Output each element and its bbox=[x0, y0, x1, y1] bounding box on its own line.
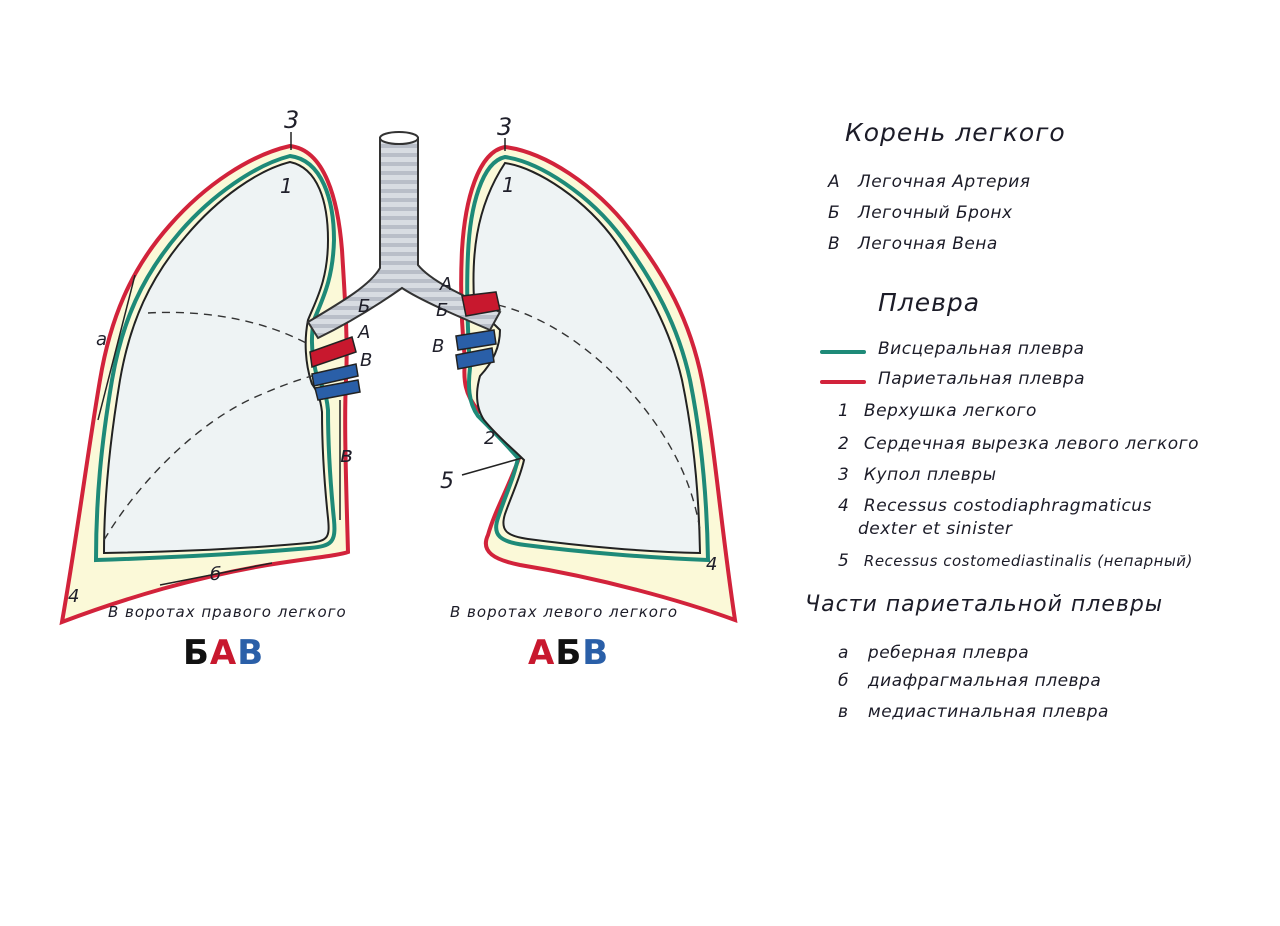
trachea bbox=[306, 137, 502, 340]
root-item-mark: А bbox=[828, 172, 841, 192]
left-apex-number: 1 bbox=[502, 173, 515, 197]
left-oblique-fissure bbox=[497, 304, 701, 531]
right-dome-number: 3 bbox=[284, 106, 299, 134]
root-item-mark: Б bbox=[828, 203, 841, 223]
right-hilum-caption: В воротах правого легкого bbox=[108, 603, 347, 621]
numbered-item-2: 2 Сердечная вырезка левого легкого bbox=[838, 434, 1199, 454]
right-apex-number: 1 bbox=[280, 174, 293, 198]
left-artery-label: А bbox=[439, 274, 452, 295]
numbered-item-4: 4 Recessus costodiaphragmaticus bbox=[838, 496, 1152, 516]
left-recess-number: 4 bbox=[706, 554, 717, 575]
numbered-item-mark: 4 bbox=[838, 496, 850, 516]
right-vein-label: В bbox=[360, 350, 372, 371]
numbered-item-text: Сердечная вырезка левого легкого bbox=[863, 434, 1200, 454]
left-order-letter-3: В bbox=[582, 633, 610, 673]
cardiac-notch-number: 2 bbox=[484, 428, 495, 449]
trachea-group bbox=[306, 131, 502, 340]
parts-item-text: диафрагмальная плевра bbox=[867, 671, 1102, 691]
root-item-mark: В bbox=[828, 234, 841, 254]
numbered-item-text: Верхушка легкого bbox=[863, 401, 1037, 421]
mediastinal-recess-number: 5 bbox=[440, 469, 454, 494]
root-item-artery: А Легочная Артерия bbox=[828, 172, 1031, 192]
right-hilum-vessels bbox=[309, 336, 361, 401]
right-visceral-pleura bbox=[93, 153, 337, 563]
root-item-bronchus: Б Легочный Бронх bbox=[828, 203, 1013, 223]
left-hilum-caption: В воротах левого легкого bbox=[450, 603, 679, 621]
trachea-opening bbox=[379, 131, 419, 145]
right-pulmonary-vein-upper bbox=[311, 363, 359, 387]
visceral-swatch bbox=[820, 350, 866, 354]
numbered-item-1: 1 Верхушка легкого bbox=[838, 401, 1037, 421]
right-lung-group bbox=[59, 143, 351, 626]
right-pulmonary-vein-lower bbox=[314, 379, 361, 401]
parts-item-costal: а реберная плевра bbox=[838, 643, 1029, 663]
left-lung-group bbox=[459, 144, 738, 624]
right-pulmonary-artery bbox=[309, 336, 357, 369]
right-lung-surface bbox=[102, 160, 330, 555]
mediastinal-label: в bbox=[340, 443, 353, 468]
right-oblique-fissure bbox=[103, 374, 316, 541]
parts-item-text: реберная плевра bbox=[867, 643, 1030, 663]
parts-item-mark: б bbox=[838, 671, 849, 691]
pleura-heading: Плевра bbox=[878, 288, 981, 317]
right-order-letter-2: А bbox=[209, 633, 238, 673]
right-order-letter-1: Б bbox=[183, 633, 210, 673]
right-recess-number: 4 bbox=[68, 586, 79, 607]
left-pulmonary-artery bbox=[461, 291, 501, 317]
numbered-item-mark: 5 bbox=[838, 551, 850, 571]
left-visceral-pleura bbox=[465, 154, 711, 563]
left-order-letter-1: А bbox=[528, 633, 556, 673]
costal-guide-line bbox=[97, 274, 136, 421]
left-vein-label: В bbox=[432, 336, 444, 357]
right-hilum-order: БАВ bbox=[183, 633, 264, 673]
numbered-item-text: Купол плевры bbox=[863, 465, 997, 485]
right-horizontal-fissure bbox=[147, 311, 311, 346]
numbered-item-mark: 3 bbox=[838, 465, 850, 485]
root-item-text: Легочная Вена bbox=[857, 234, 998, 254]
right-bronchus-label: Б bbox=[358, 296, 370, 317]
numbered-item-3: 3 Купол плевры bbox=[838, 465, 997, 485]
parietal-swatch bbox=[820, 380, 866, 384]
left-pulmonary-vein-upper bbox=[455, 329, 497, 351]
parts-item-mediastinal: в медиастинальная плевра bbox=[838, 702, 1109, 722]
root-item-text: Легочный Бронх bbox=[857, 203, 1013, 223]
recess-5-pointer bbox=[461, 457, 523, 476]
parts-item-text: медиастинальная плевра bbox=[867, 702, 1109, 722]
numbered-item-mark: 1 bbox=[838, 401, 850, 421]
numbered-item-text: Recessus costomediastinalis (непарный) bbox=[863, 552, 1193, 570]
right-order-letter-3: В bbox=[237, 633, 265, 673]
left-dome-number: 3 bbox=[497, 113, 512, 141]
numbered-item-mark: 2 bbox=[838, 434, 850, 454]
visceral-legend-item: Висцеральная плевра bbox=[878, 339, 1085, 359]
left-pulmonary-vein-lower bbox=[455, 347, 495, 370]
diaphragmatic-label: б bbox=[210, 564, 221, 585]
numbered-item-text: dexter et sinister bbox=[858, 519, 1013, 539]
right-artery-label: А bbox=[357, 322, 370, 343]
numbered-item-5: 5 Recessus costomediastinalis (непарный) bbox=[838, 551, 1193, 571]
root-item-vein: В Легочная Вена bbox=[828, 234, 998, 254]
parts-item-mark: а bbox=[838, 643, 849, 663]
parietal-legend-item: Париетальная плевра bbox=[878, 369, 1086, 389]
left-hilum-order: АБВ bbox=[528, 633, 609, 673]
parts-item-mark: в bbox=[838, 702, 849, 722]
left-hilum-vessels bbox=[455, 291, 501, 370]
diaphragmatic-guide-line bbox=[159, 562, 273, 586]
left-order-letter-2: Б bbox=[555, 633, 583, 673]
parts-item-diaphragmatic: б диафрагмальная плевра bbox=[838, 671, 1101, 691]
root-heading: Корень легкого bbox=[845, 118, 1066, 147]
left-lung-surface bbox=[472, 161, 702, 555]
root-item-text: Легочная Артерия bbox=[857, 172, 1031, 192]
parts-heading: Части париетальной плевры bbox=[805, 592, 1164, 617]
costal-label: а bbox=[96, 329, 107, 350]
numbered-item-text: Recessus costodiaphragmaticus bbox=[863, 496, 1152, 516]
left-bronchus-label: Б bbox=[436, 300, 448, 321]
numbered-item-4-continued: dexter et sinister bbox=[858, 519, 1012, 539]
